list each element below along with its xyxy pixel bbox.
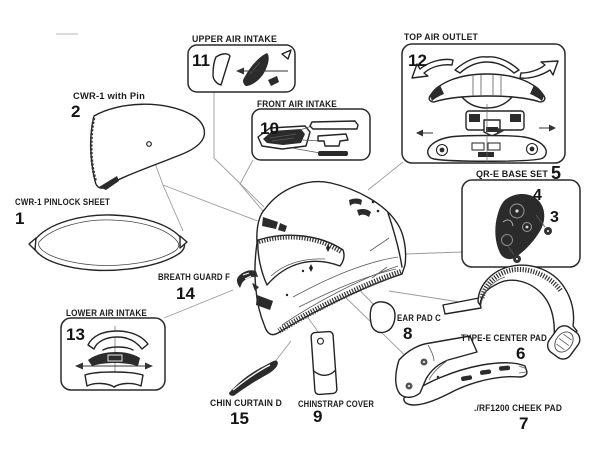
lower-air-intake-group — [60, 317, 166, 391]
chin-curtain-drawing — [229, 360, 278, 396]
helmet-rear-vent — [349, 198, 362, 206]
number-center-pad: 6 — [516, 344, 525, 363]
number-shield: 2 — [71, 102, 80, 121]
qre-base-set-group — [461, 179, 581, 268]
breath-guard-drawing — [236, 270, 259, 291]
labels: CWR-1 PINLOCK SHEET 1 CWR-1 with Pin 2 U… — [15, 32, 562, 433]
number-base-plate: 4 — [533, 187, 542, 204]
front-air-intake-group — [251, 108, 371, 161]
sparkle-mark — [326, 244, 330, 252]
helmet-brow-vent — [262, 217, 278, 229]
base-plate-drawing — [495, 194, 545, 260]
label-qre-base-set: QR-E BASE SET — [476, 169, 548, 180]
number-cheek-pad: 7 — [519, 414, 528, 433]
cheek-pad-base-plate — [395, 335, 478, 398]
number-breath-guard: 14 — [176, 284, 195, 303]
label-shield: CWR-1 with Pin — [73, 91, 145, 102]
label-breath-guard: BREATH GUARD F — [158, 272, 230, 283]
helmet-visor-opening — [257, 234, 345, 286]
label-lower-air-intake: LOWER AIR INTAKE — [66, 308, 147, 319]
number-base-screw: 3 — [550, 209, 559, 226]
top-air-outlet-group — [401, 43, 566, 164]
shield-pin — [146, 141, 152, 147]
label-top-air-outlet: TOP AIR OUTLET — [404, 32, 478, 43]
helmet-chin-vent — [256, 295, 273, 310]
helmet-bottom-trim — [277, 269, 402, 334]
number-front-air-intake: 10 — [260, 119, 279, 138]
lower-air-intake-box — [60, 317, 166, 391]
airflow-arrow-left — [411, 58, 454, 79]
label-chin-curtain: CHIN CURTAIN D — [210, 398, 282, 409]
label-pinlock-sheet: CWR-1 PINLOCK SHEET — [15, 197, 110, 208]
airflow-arrow-right — [519, 60, 559, 79]
upper-air-intake-group — [187, 44, 296, 93]
chinstrap-cover-drawing — [310, 330, 338, 396]
number-qre-base-set: 5 — [551, 163, 561, 183]
number-upper-air-intake: 11 — [192, 51, 210, 70]
label-chinstrap-cover: CHINSTRAP COVER — [298, 399, 374, 410]
label-cheek-pad: ./RF1200 CHEEK PAD — [474, 403, 562, 414]
helmet-drawing — [254, 181, 407, 336]
number-pinlock-sheet: 1 — [15, 209, 24, 228]
upper-air-intake-box — [187, 44, 296, 93]
top-air-outlet-box — [401, 43, 566, 164]
number-top-air-outlet: 12 — [408, 51, 427, 70]
label-front-air-intake: FRONT AIR INTAKE — [257, 99, 337, 110]
number-lower-air-intake: 13 — [66, 325, 85, 344]
cheek-pad-drawing — [395, 335, 528, 406]
number-chinstrap-cover: 9 — [313, 407, 322, 426]
pinlock-sheet-drawing — [28, 214, 188, 272]
number-chin-curtain: 15 — [230, 409, 249, 428]
center-pad-drawing — [442, 264, 581, 360]
label-center-pad: TYPE-E CENTER PAD — [461, 333, 547, 344]
ear-pad-drawing — [369, 301, 396, 334]
shield-tab — [99, 176, 119, 190]
label-upper-air-intake: UPPER AIR INTAKE — [192, 34, 277, 45]
shield-drawing — [89, 103, 206, 190]
label-ear-pad: EAR PAD C — [397, 313, 441, 324]
front-air-intake-box — [251, 108, 371, 161]
number-ear-pad: 8 — [403, 324, 412, 343]
